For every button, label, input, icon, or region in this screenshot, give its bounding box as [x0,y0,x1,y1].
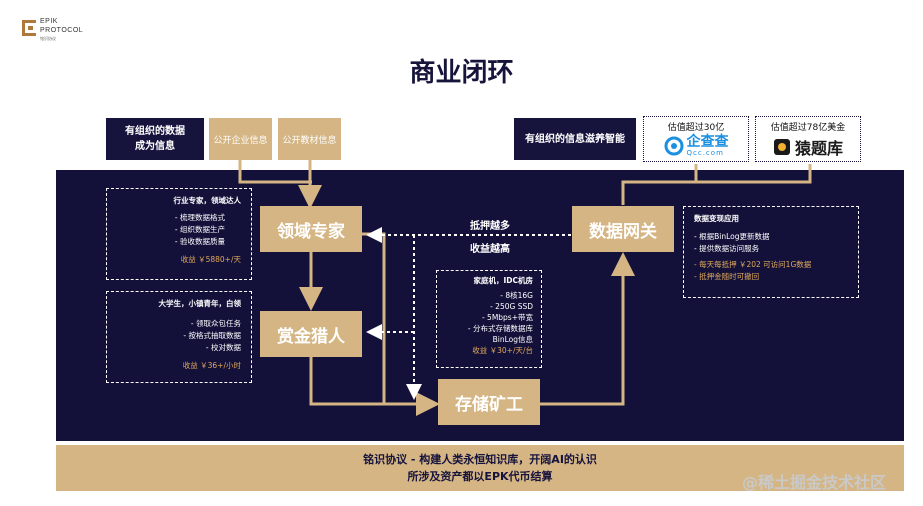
card-expert-earn: 收益 ￥5880+/天 [180,255,241,264]
watermark: @稀土掘金技术社区 [742,473,887,492]
card-gateway: 数据变现应用 - 根据BinLog更新数据 - 提供数据访问服务 - 每天每抵押… [683,206,859,298]
card-hunter-item: - 校对数据 [205,343,241,352]
yuanti-name: 猿题库 [794,139,843,158]
card-hunter-item: - 领取众包任务 [190,319,241,328]
card-expert-item: - 梳理数据格式 [174,213,225,222]
card-miner-earn: 收益 ￥30+/天/台 [472,346,533,355]
card-hunter-earn: 收益 ￥36+/小时 [182,361,241,370]
card-miner: 家庭机，IDC机房 - 8核16G - 250G SSD - 5Mbps+带宽 … [436,270,542,368]
card-miner-item: - 250G SSD [490,302,533,311]
qcc-valuation-box: 估值超过30亿 企查查 Qcc.com [643,116,749,162]
yuanti-logo-icon [773,139,790,155]
node-bounty-hunter: 赏金猎人 [260,311,362,357]
card-gateway-earn: - 每天每抵押 ￥202 可访问1G数据 [694,260,812,269]
bottom-banner-line2: 所涉及资产都以EPK代币结算 [407,470,553,483]
data-to-info-box: 有组织的数据 成为信息 [106,118,204,160]
card-expert-item: - 组织数据生产 [174,225,225,234]
card-gateway-item: - 根据BinLog更新数据 [694,232,770,241]
card-expert-header: 行业专家，领域达人 [173,196,242,205]
qcc-name: 企查查 [686,134,729,150]
qcc-logo-icon [664,136,683,156]
logo-text-protocol: PROTOCOL [40,27,84,34]
public-textbook-box: 公开教材信息 [278,118,341,160]
label-higher-earnings: 收益越高 [470,244,510,255]
public-enterprise-box: 公开企业信息 [209,118,272,160]
data-to-info-line1: 有组织的数据 [125,126,185,137]
bottom-banner-line1: 铭识协议 - 构建人类永恒知识库，开阔AI的认识 [363,453,597,466]
card-expert-item: - 验收数据质量 [174,237,225,246]
card-miner-item: BinLog信息 [492,335,533,344]
card-expert: 行业专家，领域达人 - 梳理数据格式 - 组织数据生产 - 验收数据质量 收益 … [106,188,252,280]
card-miner-item: - 5Mbps+带宽 [481,313,533,322]
node-domain-expert: 领域专家 [260,206,362,252]
card-hunter: 大学生，小镇青年，白领 - 领取众包任务 - 按格式抽取数据 - 校对数据 收益… [106,291,252,383]
card-gateway-item: - 提供数据访问服务 [694,244,760,253]
qcc-sub: Qcc.com [686,149,724,157]
yuanti-brand: 猿题库 [756,135,860,159]
logo-text-epik: EPIK [40,18,58,25]
card-hunter-item: - 按格式抽取数据 [183,331,241,340]
yuanti-valuation-box: 估值超过78亿美金 猿题库 [755,116,861,162]
card-hunter-header: 大学生，小镇青年，白领 [158,299,242,308]
bottom-banner: 铭识协议 - 构建人类永恒知识库，开阔AI的认识 所涉及资产都以EPK代币结算 [56,445,904,491]
logo-text-chinese: 铭识协议 [40,36,56,41]
connector-gateway-to-brands [621,164,812,205]
data-to-info-line2: 成为信息 [135,141,175,152]
connector-miner-to-gateway [540,252,635,406]
yuanti-caption: 估值超过78亿美金 [770,123,846,133]
connector-expert-to-miner [362,232,440,416]
card-gateway-earn: - 抵押金随时可撤回 [694,272,760,281]
connector-public-to-expert [238,160,322,209]
card-miner-header: 家庭机，IDC机房 [473,276,533,285]
connector-hunter-to-miner [309,357,384,406]
card-gateway-header: 数据变现应用 [694,214,739,223]
qcc-caption: 估值超过30亿 [667,123,725,133]
epik-logo-icon [22,20,36,36]
card-miner-item: - 8核16G [500,291,533,300]
page-title: 商业闭环 [409,58,514,88]
node-data-gateway: 数据网关 [572,206,674,252]
card-miner-item: - 分布式存储数据库 [467,324,533,333]
info-intelligence-box: 有组织的信息滋养智能 [514,118,636,160]
node-storage-miner: 存储矿工 [438,379,540,425]
label-more-collateral: 抵押越多 [470,221,510,232]
qcc-brand: 企查查 Qcc.com [644,135,748,157]
